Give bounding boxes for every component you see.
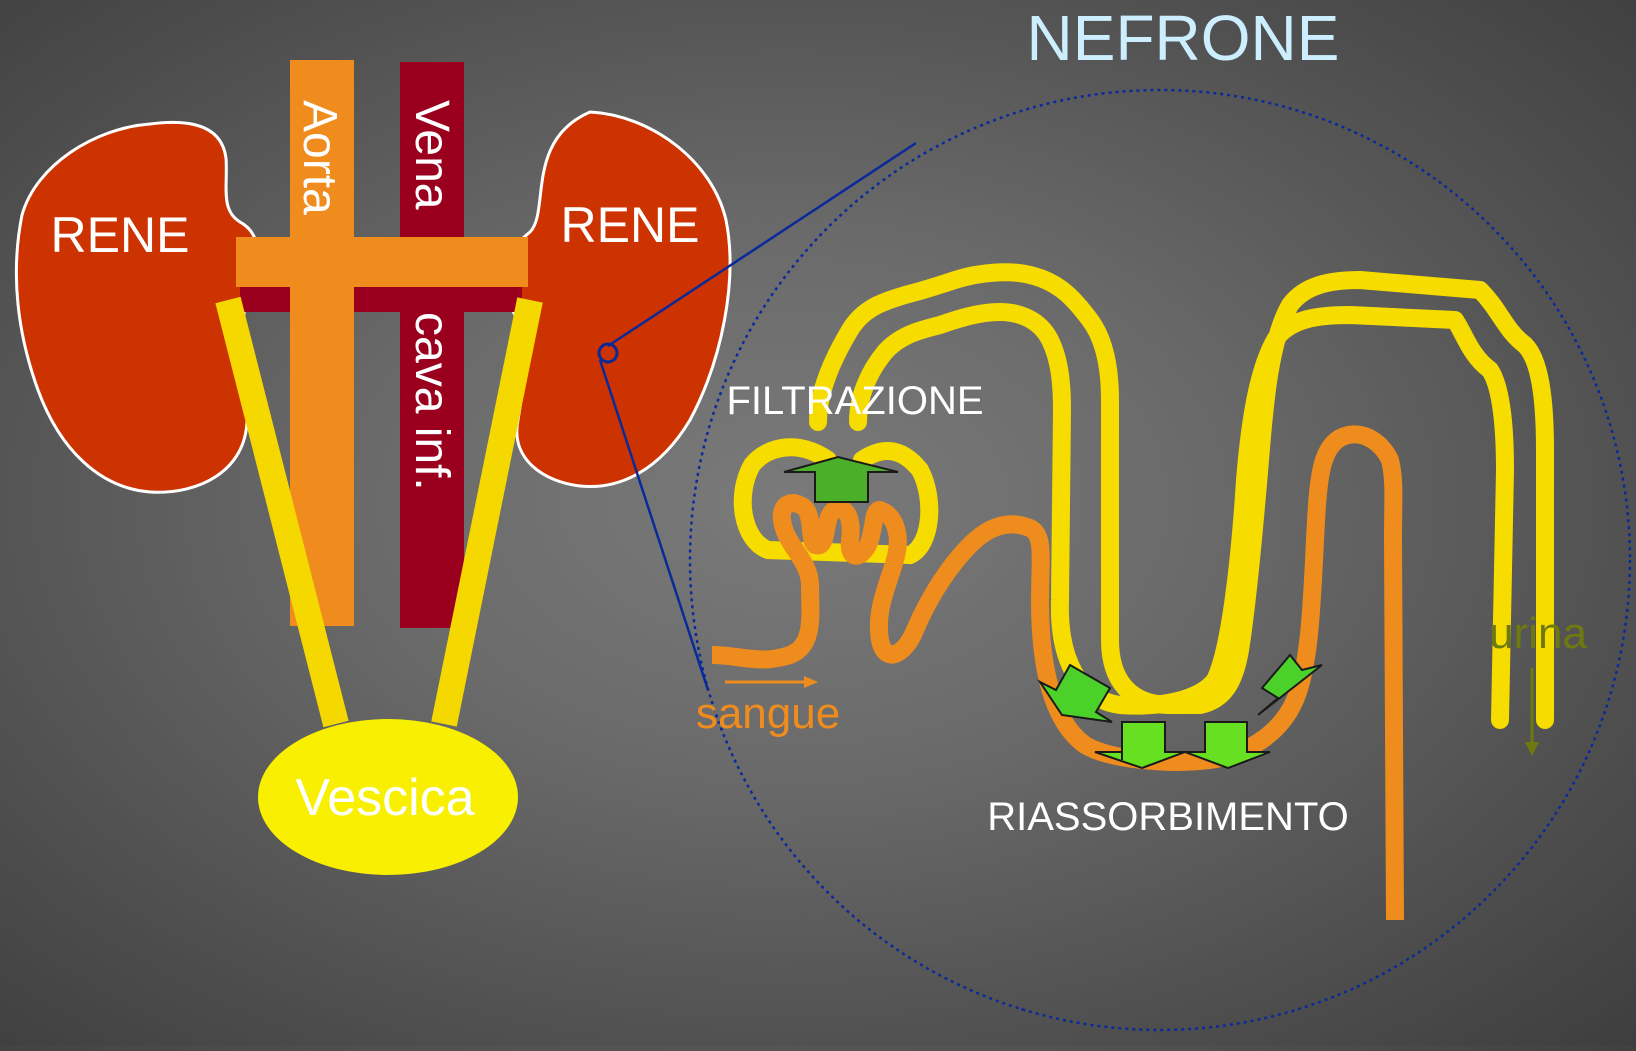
urinary-system: RENE RENE Aorta Vena cava inf. Vescica (16, 60, 730, 875)
blood-label: sangue (696, 689, 840, 738)
filtration-label: FILTRAZIONE (726, 379, 983, 423)
kidney-right-shape (501, 112, 730, 486)
urine-label: urina (1489, 609, 1587, 658)
filtration-arrow-icon (784, 457, 898, 502)
nephron: NEFRONE FILTRAZIONE RIASSORBIMENTO sangu… (696, 2, 1588, 920)
right-arrow-icon (725, 676, 818, 688)
nephron-title: NEFRONE (1027, 2, 1340, 74)
aorta-label: Aorta (293, 100, 346, 215)
cava-label: cava inf. (405, 312, 458, 491)
vena-label: Vena (405, 100, 458, 210)
bladder-label: Vescica (295, 769, 474, 827)
kidney-right-label: RENE (561, 197, 700, 253)
renal-artery (236, 237, 528, 287)
kidney-left-label: RENE (51, 207, 190, 263)
reabsorption-label: RIASSORBIMENTO (987, 795, 1349, 839)
